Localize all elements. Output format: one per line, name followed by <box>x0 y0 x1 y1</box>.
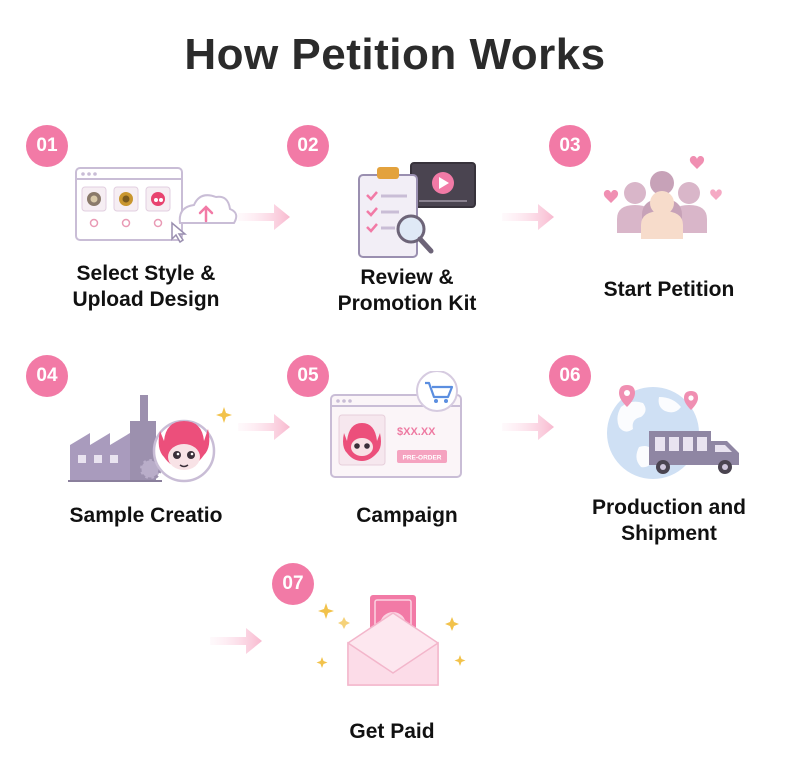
step-number-badge: 05 <box>287 355 329 397</box>
step-label-line2: Upload Design <box>72 288 220 311</box>
campaign-preorder-cta: PRE-ORDER <box>402 455 441 462</box>
arrow-right-icon <box>502 414 554 440</box>
step-number-badge: 03 <box>549 125 591 167</box>
step-number-badge: 04 <box>26 355 68 397</box>
arrow-right-icon <box>502 204 554 230</box>
step-04: 04 Sample Creatio <box>26 355 266 565</box>
step-number-badge: 06 <box>549 355 591 397</box>
step-06: 06 Production and Shipment <box>549 355 789 565</box>
step-label-line1: Get Paid <box>349 720 435 743</box>
step-07: 07 $ Get Paid <box>272 563 512 769</box>
campaign-shop-icon: $XX.XX PRE-ORDER <box>330 371 462 478</box>
step-number-badge: 02 <box>287 125 329 167</box>
arrow-right-icon <box>210 628 262 654</box>
step-number-badge: 07 <box>272 563 314 605</box>
step-label-line1: Production and <box>592 496 746 519</box>
step-01: 01 Select Style & Upload Design <box>26 125 266 335</box>
money-envelope-icon: $ <box>316 595 466 686</box>
arrow-right-icon <box>238 414 290 440</box>
step-label-line2: Shipment <box>621 522 717 545</box>
step-02: 02 Review & Promotion Kit <box>287 125 527 335</box>
upload-design-icon <box>75 167 238 244</box>
step-03: 03 Start Petition <box>549 125 789 335</box>
step-label-line1: Sample Creatio <box>69 504 223 527</box>
step-label-line2: Promotion Kit <box>337 292 477 315</box>
step-05: 05 $XX.XX PRE-ORDER Campaign <box>287 355 527 565</box>
globe-truck-icon <box>607 385 739 479</box>
step-label-line1: Review & <box>360 266 454 289</box>
step-label-line1: Campaign <box>356 504 458 527</box>
step-number-badge: 01 <box>26 125 68 167</box>
step-label-line1: Start Petition <box>603 278 735 301</box>
arrow-right-icon <box>238 204 290 230</box>
review-kit-icon <box>358 162 476 258</box>
factory-sample-icon <box>68 395 232 483</box>
page-title: How Petition Works <box>184 30 606 79</box>
people-petition-icon <box>603 156 722 239</box>
campaign-price: $XX.XX <box>397 426 436 438</box>
step-label-line1: Select Style & <box>76 262 216 285</box>
